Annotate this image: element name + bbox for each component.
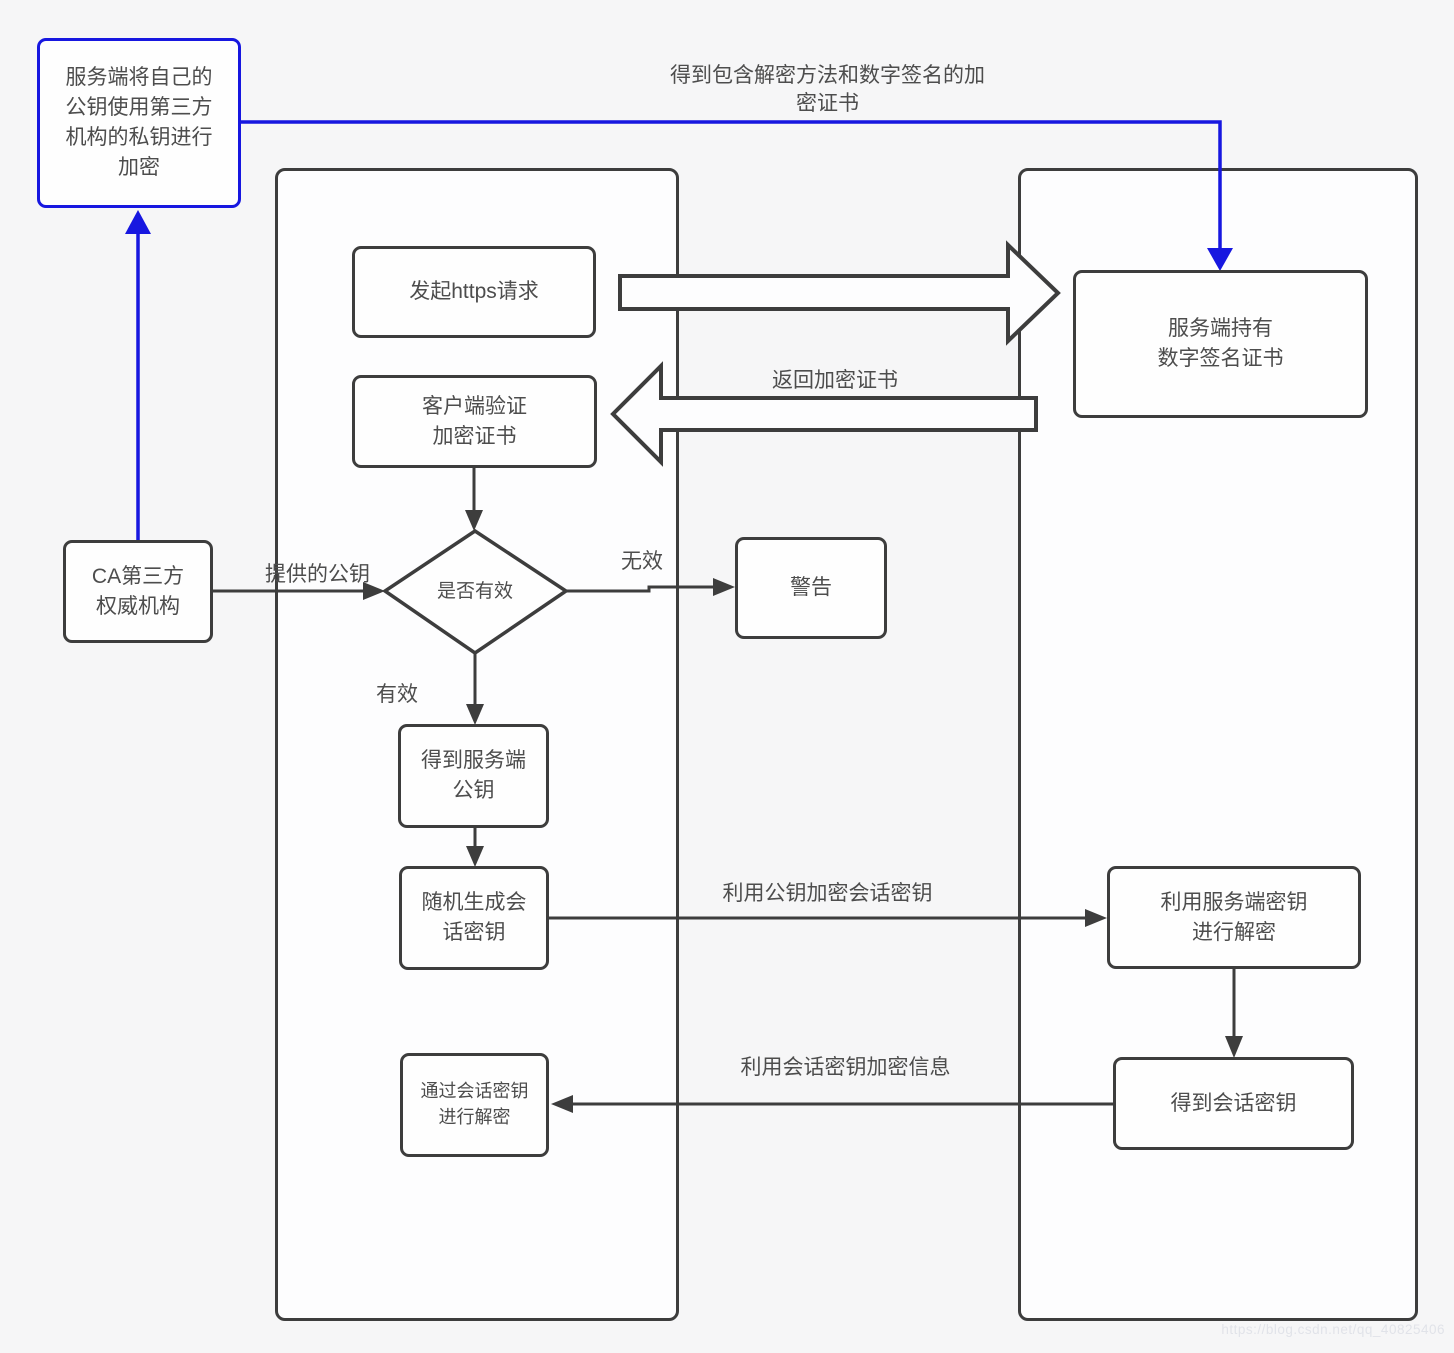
- got-encrypted-cert-label: 得到包含解密方法和数字签名的加 密证书: [670, 64, 985, 116]
- session-key-to-server-arrow: [549, 909, 1107, 927]
- invalid-label: 无效: [621, 550, 663, 573]
- decision-to-warning-arrow: [566, 578, 735, 596]
- warning-box: 警告: [735, 537, 887, 639]
- getsession-to-client-arrow: [551, 1095, 1113, 1113]
- valid-label: 有效: [376, 683, 418, 706]
- encrypt-session-with-public-key-label: 利用公钥加密会话密钥: [722, 882, 933, 905]
- decision-diamond-label: 是否有效: [436, 581, 513, 602]
- return-cert-block-arrow: [610, 361, 1038, 467]
- decrypt-to-getsession-arrow: [1225, 969, 1243, 1058]
- server-holds-cert-box: 服务端持有 数字签名证书: [1073, 270, 1368, 418]
- server-decrypt-box: 利用服务端密钥 进行解密: [1107, 866, 1361, 969]
- decision-diamond: [381, 528, 570, 656]
- ca-authority-box: CA第三方 权威机构: [63, 540, 213, 643]
- initiate-https-request-box: 发起https请求: [352, 246, 596, 338]
- getkey-to-generate-arrow: [466, 828, 484, 867]
- verify-to-decision-arrow: [465, 468, 483, 531]
- blue-ca-up-arrow: [125, 210, 151, 540]
- decision-to-getkey-arrow: [466, 653, 484, 725]
- encrypt-info-with-session-key-label: 利用会话密钥加密信息: [740, 1056, 951, 1079]
- server-encrypt-note-box: 服务端将自己的 公钥使用第三方 机构的私钥进行 加密: [37, 38, 241, 208]
- get-session-key-box: 得到会话密钥: [1113, 1057, 1354, 1150]
- generate-session-key-box: 随机生成会 话密钥: [399, 866, 549, 970]
- client-verify-cert-box: 客户端验证 加密证书: [352, 375, 597, 468]
- ca-to-decision-arrow: [213, 582, 385, 600]
- get-server-key-box: 得到服务端 公钥: [398, 724, 549, 828]
- provided-public-key-label: 提供的公钥: [265, 563, 370, 586]
- csdn-watermark: https://blog.csdn.net/qq_40825406: [1221, 1322, 1445, 1337]
- return-encrypted-cert-label: 返回加密证书: [772, 369, 898, 392]
- client-decrypt-box: 通过会话密钥 进行解密: [400, 1053, 549, 1157]
- https-request-block-arrow: [618, 240, 1061, 346]
- blue-cert-flow-arrow: [241, 120, 1233, 271]
